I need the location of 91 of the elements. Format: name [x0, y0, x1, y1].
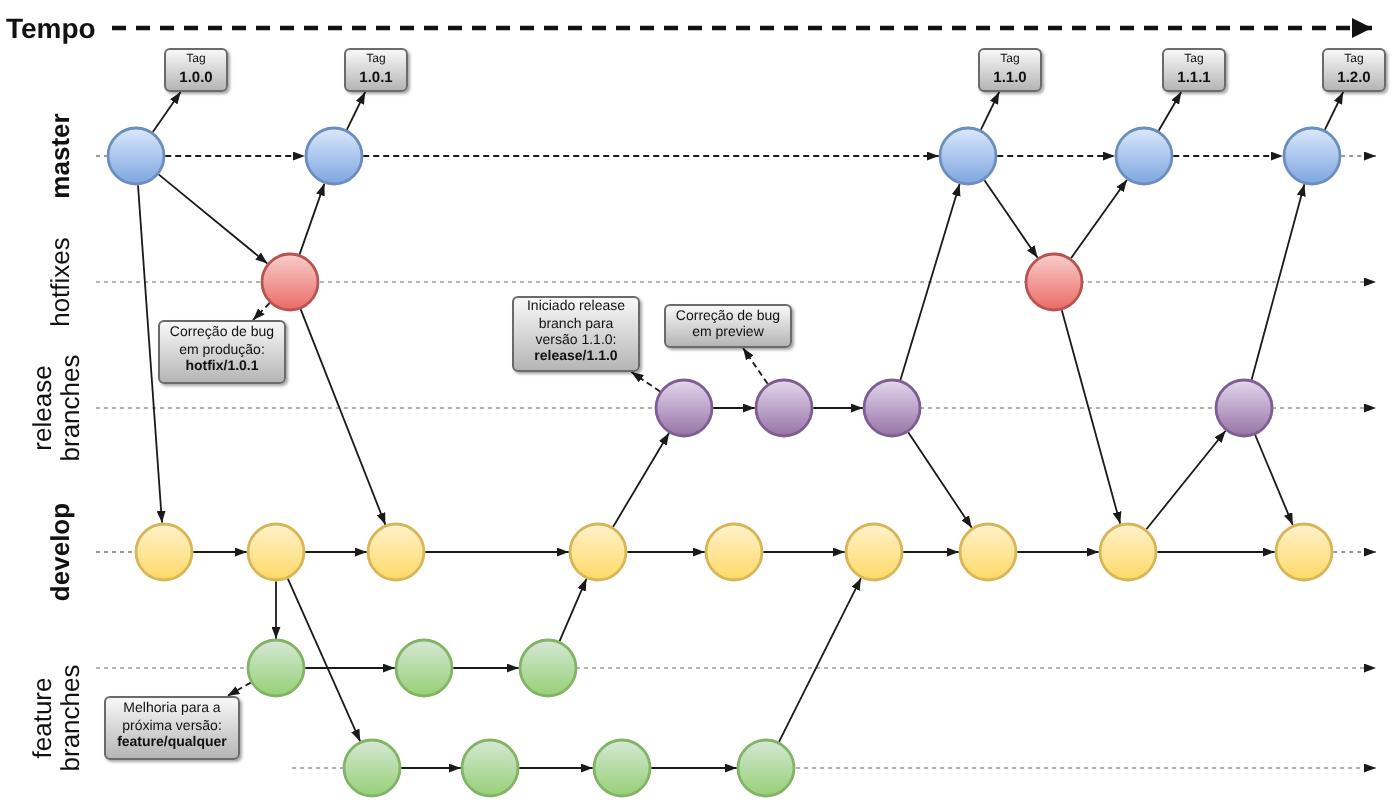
lane-label: release branches	[28, 354, 85, 462]
dashed-arrow	[630, 371, 661, 393]
arrow	[271, 580, 281, 640]
arrow	[983, 179, 1039, 259]
arrow	[304, 663, 396, 673]
arrow	[1250, 183, 1306, 381]
arrow	[286, 577, 362, 743]
dashed-arrow	[1172, 151, 1284, 161]
arrow	[899, 183, 961, 381]
commit-circle	[460, 738, 520, 798]
dashed-line	[95, 551, 136, 553]
callout-note	[664, 304, 792, 348]
arrow	[137, 184, 166, 524]
commit-circle	[106, 126, 166, 186]
commit-circle	[754, 378, 814, 438]
dashed-arrow	[164, 151, 306, 161]
commit-circle	[304, 126, 364, 186]
arrow	[902, 547, 960, 557]
commit-circle	[568, 522, 628, 582]
commit-circle	[704, 522, 764, 582]
arrow	[1145, 429, 1227, 531]
tag-box	[344, 48, 408, 92]
arrow	[424, 547, 570, 557]
arrow	[304, 547, 368, 557]
tag-box	[1322, 48, 1386, 92]
tag-box	[978, 48, 1042, 92]
tag-box	[164, 48, 228, 92]
arrow	[979, 91, 1001, 131]
arrow	[1060, 309, 1122, 525]
arrow	[298, 182, 326, 256]
arrow	[192, 547, 248, 557]
dashed-arrow	[742, 347, 769, 385]
commit-circle	[366, 522, 426, 582]
arrow	[812, 403, 864, 413]
lane-label: feature branches	[28, 664, 85, 772]
dashed-line	[95, 155, 108, 157]
commit-circle	[592, 738, 652, 798]
arrow	[452, 663, 520, 673]
arrow	[712, 403, 756, 413]
arrow	[762, 547, 846, 557]
lane-label: master	[45, 113, 74, 199]
commit-circle	[134, 522, 194, 582]
commit-circle	[1282, 126, 1342, 186]
commit-circle	[260, 252, 320, 312]
commit-circle	[736, 738, 796, 798]
commit-circle	[844, 522, 904, 582]
dashed-arrow	[1332, 547, 1377, 557]
lane-label: develop	[46, 502, 75, 602]
commit-circle	[518, 638, 578, 698]
dashed-arrow	[226, 681, 252, 697]
dashed-arrow	[362, 151, 940, 161]
commit-circle	[1114, 126, 1174, 186]
arrow	[1254, 434, 1294, 526]
commit-circle	[1024, 252, 1084, 312]
commit-circle	[958, 522, 1018, 582]
arrow	[558, 577, 588, 643]
arrow	[626, 547, 706, 557]
callout-note	[158, 320, 286, 384]
arrow	[778, 577, 862, 743]
tag-box	[1162, 48, 1226, 92]
arrow	[157, 173, 269, 265]
arrow	[650, 763, 738, 773]
arrow	[1070, 178, 1128, 260]
arrow	[299, 308, 387, 526]
callout-note	[512, 296, 640, 372]
lane-label: hotfixes	[45, 237, 74, 327]
commit-circle	[246, 638, 306, 698]
arrow	[612, 432, 670, 528]
commit-circle	[938, 126, 998, 186]
arrow	[1156, 547, 1276, 557]
arrow	[518, 763, 594, 773]
commit-circle	[654, 378, 714, 438]
axis-label: Tempo	[6, 12, 96, 44]
dashed-arrow	[996, 151, 1116, 161]
commit-circle	[1214, 378, 1274, 438]
commit-circle	[394, 638, 454, 698]
dashed-arrow	[252, 302, 271, 321]
commit-circle	[246, 522, 306, 582]
dashed-arrow	[1340, 151, 1377, 161]
callout-note	[104, 696, 240, 760]
arrow	[151, 91, 182, 133]
commit-circle	[1274, 522, 1334, 582]
commit-circle	[342, 738, 402, 798]
arrow	[1157, 91, 1183, 132]
commit-circle	[1098, 522, 1158, 582]
arrow	[345, 91, 367, 131]
arrow	[400, 763, 462, 773]
arrow	[1016, 547, 1100, 557]
commit-circle	[862, 378, 922, 438]
arrow	[1323, 91, 1345, 131]
arrow	[907, 431, 973, 529]
